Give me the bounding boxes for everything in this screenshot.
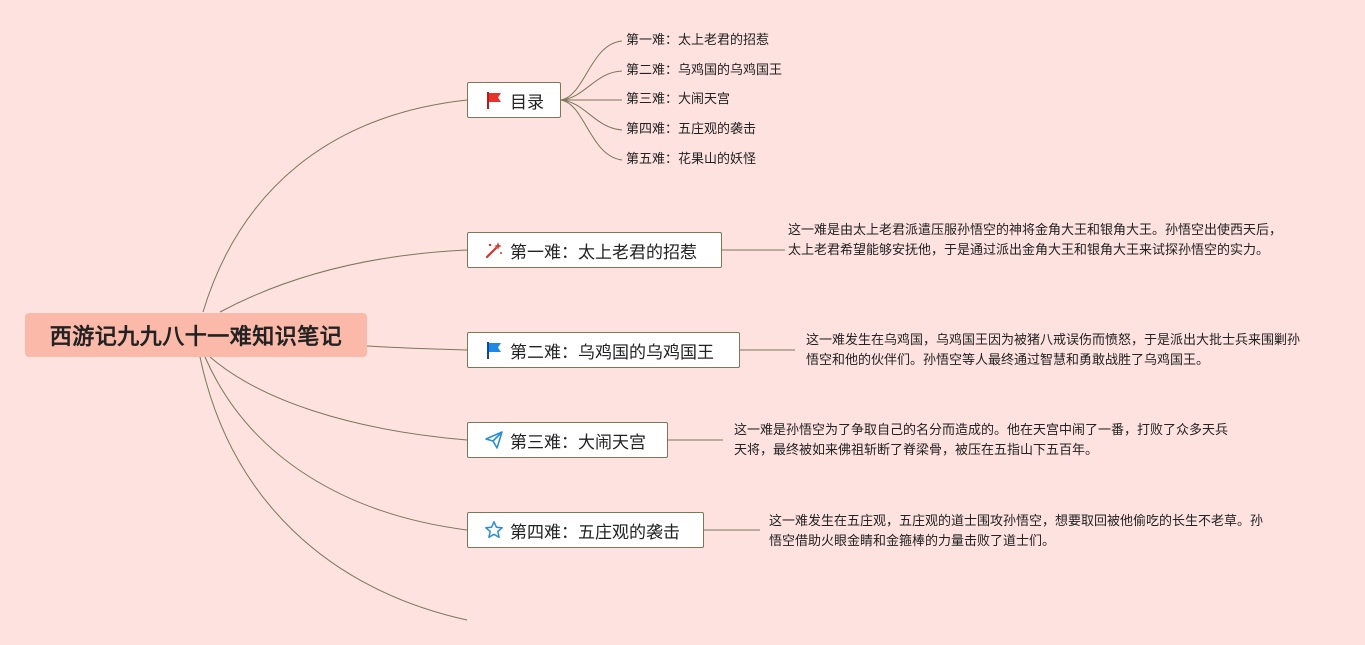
toc-item[interactable]: 第四难：五庄观的袭击 [626,122,757,137]
magic-wand-icon [484,240,504,260]
connector-branch-5 [199,356,468,621]
branch-3-description: 这一难是孙悟空为了争取自己的名分而造成的。他在天宫中闹了一番，打败了众多天兵天将… [734,423,1229,458]
branch-1-description: 这一难是由太上老君派遣压服孙悟空的神将金角大王和银角大王。孙悟空出使西天后，太上… [788,223,1283,258]
connector-branch-1 [219,249,468,313]
toc-item[interactable]: 第三难：大闹天宫 [626,92,731,107]
connector-toc-item-2 [560,70,623,101]
branch-2-description: 这一难发生在乌鸡国，乌鸡国王因为被猪八戒误伤而愤怒，于是派出大批士兵来围剿孙悟空… [806,333,1301,368]
paper-plane-icon [484,430,504,450]
connector-toc-item-5 [560,99,623,161]
connector-branch-3 [209,356,468,441]
toc-item[interactable]: 第五难：花果山的妖怪 [626,152,757,167]
branch-label: 第三难：大闹天宫 [510,432,646,453]
connector-branch-4 [204,356,468,531]
star-outline-icon [484,520,504,540]
branch-toc[interactable]: 目录 [467,82,561,118]
connector-branch-2 [366,345,468,351]
connector-toc-item-4 [560,99,623,131]
toc-item[interactable]: 第二难：乌鸡国的乌鸡国王 [626,63,783,78]
branch-4[interactable]: 第四难：五庄观的袭击 [467,512,704,548]
branch-3[interactable]: 第三难：大闹天宫 [467,422,668,458]
branch-label: 第四难：五庄观的袭击 [510,522,680,543]
central-topic[interactable]: 西游记九九八十一难知识笔记 [25,313,367,357]
branch-label: 第二难：乌鸡国的乌鸡国王 [510,342,714,363]
connector-toc [202,99,468,313]
connector-toc-item-1 [560,40,623,101]
branch-1[interactable]: 第一难：太上老君的招惹 [467,232,722,268]
branch-4-description: 这一难发生在五庄观，五庄观的道士围攻孙悟空，想要取回被他偷吃的长生不老草。孙悟空… [769,514,1264,549]
branch-2[interactable]: 第二难：乌鸡国的乌鸡国王 [467,332,740,368]
branch-label: 第一难：太上老君的招惹 [510,242,697,263]
toc-item[interactable]: 第一难：太上老君的招惹 [626,33,770,48]
red-flag-icon [484,90,504,110]
blue-flag-icon [484,340,504,360]
branch-label: 目录 [510,92,544,113]
